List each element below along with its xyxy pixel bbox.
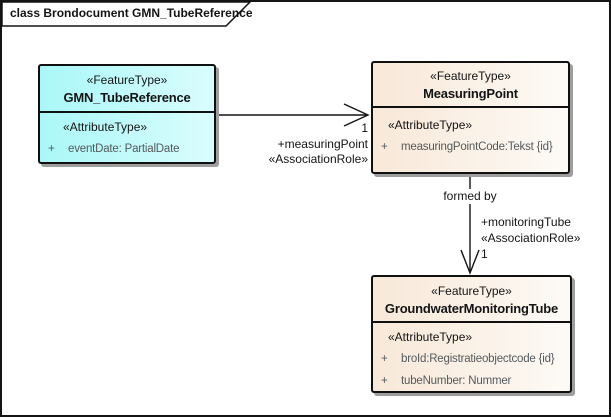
association-monitoringtube-labels: +monitoringTube «AssociationRole» 1 <box>481 214 580 262</box>
class-stereotype: «FeatureType» <box>86 73 168 87</box>
class-box-measuringpoint[interactable]: «FeatureType» MeasuringPoint «AttributeT… <box>371 61 570 174</box>
multiplicity-label: 1 <box>481 247 488 261</box>
frame-title: class Brondocument GMN_TubeReference <box>10 6 253 20</box>
visibility-marker: + <box>48 143 55 155</box>
association-name-label: formed by <box>420 189 520 204</box>
role-name-label: +measuringPoint <box>277 136 368 151</box>
class-name: GMN_TubeReference <box>63 90 191 105</box>
attribute-row: + measuringPointCode:Tekst {id} <box>373 136 568 158</box>
attribute-row: + tubeNumber: Nummer <box>373 370 570 392</box>
class-stereotype: «FeatureType» <box>431 284 512 298</box>
attribute-stereotype: «AttributeType» <box>388 118 473 132</box>
class-box-groundwatermonitoringtube[interactable]: «FeatureType» GroundwaterMonitoringTube … <box>371 275 572 393</box>
attribute-stereotype: «AttributeType» <box>63 120 148 134</box>
multiplicity-label: 1 <box>361 121 368 135</box>
class-header: «FeatureType» GroundwaterMonitoringTube <box>373 277 570 323</box>
attribute-text: broId:Registratieobjectcode {id} <box>401 353 555 365</box>
role-name-label: +monitoringTube <box>481 215 571 229</box>
visibility-marker: + <box>381 141 388 153</box>
attribute-row: + broId:Registratieobjectcode {id} <box>373 348 570 370</box>
class-name: MeasuringPoint <box>423 86 518 101</box>
attribute-compartment: «AttributeType» + eventDate: PartialDate <box>40 113 214 160</box>
association-stereotype-label: «AssociationRole» <box>268 152 368 166</box>
visibility-marker: + <box>381 375 388 387</box>
attribute-text: measuringPointCode:Tekst {id} <box>401 141 553 153</box>
class-stereotype: «FeatureType» <box>430 69 511 83</box>
association-measuringpoint-labels: 1 +measuringPoint «AssociationRole» <box>269 121 368 168</box>
open-arrowhead-icon <box>343 103 370 127</box>
visibility-marker: + <box>381 353 388 365</box>
association-to-measuringpoint[interactable] <box>217 103 370 127</box>
attribute-row: + eventDate: PartialDate <box>40 138 214 160</box>
frame-tab-shape <box>1 1 252 27</box>
open-arrowhead-icon <box>460 249 480 275</box>
association-stereotype-label: «AssociationRole» <box>481 231 581 245</box>
attribute-compartment: «AttributeType» + broId:Registratieobjec… <box>373 323 570 392</box>
class-name: GroundwaterMonitoringTube <box>384 301 559 316</box>
attribute-text: tubeNumber: Nummer <box>401 375 512 387</box>
attribute-text: eventDate: PartialDate <box>68 143 180 155</box>
class-box-gmn-tubereference[interactable]: «FeatureType» GMN_TubeReference «Attribu… <box>38 64 216 164</box>
class-header: «FeatureType» MeasuringPoint <box>373 63 568 108</box>
attribute-compartment: «AttributeType» + measuringPointCode:Tek… <box>373 108 568 158</box>
class-header: «FeatureType» GMN_TubeReference <box>40 66 214 113</box>
attribute-stereotype: «AttributeType» <box>388 330 473 344</box>
